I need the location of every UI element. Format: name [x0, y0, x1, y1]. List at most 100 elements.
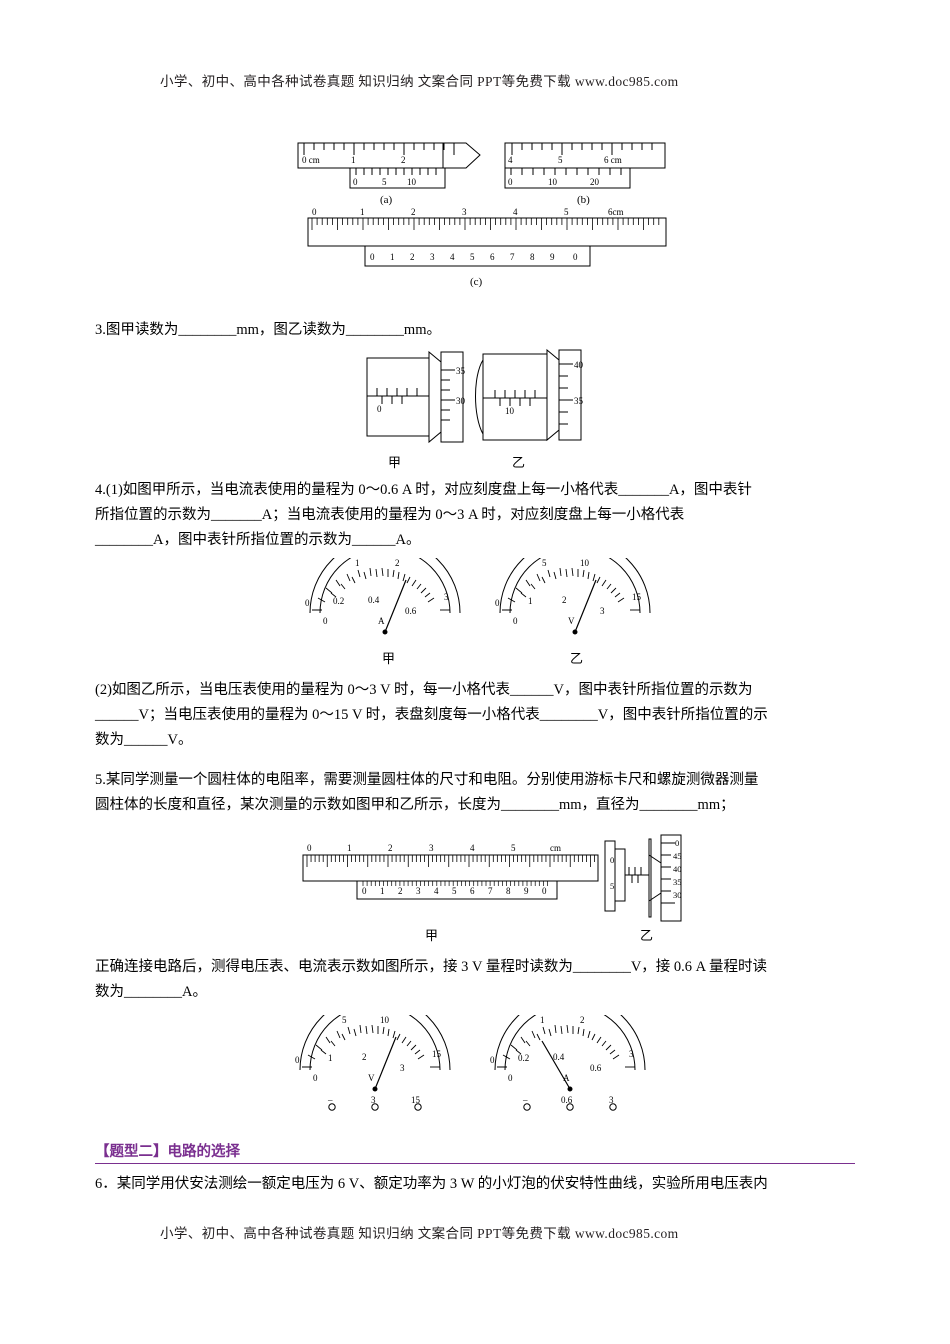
svg-text:1: 1 — [540, 1015, 545, 1025]
svg-text:0: 0 — [323, 616, 328, 626]
svg-text:V: V — [568, 616, 575, 626]
svg-text:3: 3 — [429, 843, 434, 853]
svg-text:4: 4 — [513, 207, 518, 217]
svg-text:45: 45 — [673, 851, 682, 861]
svg-text:5: 5 — [511, 843, 516, 853]
figure2-label-jia: 甲 — [388, 455, 402, 470]
svg-text:0: 0 — [295, 1055, 300, 1065]
svg-text:2: 2 — [411, 207, 416, 217]
svg-text:5: 5 — [610, 881, 614, 891]
svg-text:35: 35 — [456, 366, 466, 376]
svg-text:3: 3 — [371, 1095, 376, 1105]
svg-text:40: 40 — [673, 864, 682, 874]
svg-text:6 cm: 6 cm — [604, 155, 622, 165]
question-5-line4: 数为________A。 — [95, 984, 207, 1000]
svg-text:5: 5 — [452, 886, 457, 896]
svg-text:6: 6 — [470, 886, 475, 896]
svg-text:30: 30 — [673, 890, 682, 900]
svg-text:–: – — [522, 1095, 528, 1105]
svg-text:7: 7 — [488, 886, 493, 896]
figure3-label-jia: 甲 — [382, 651, 396, 666]
svg-text:3: 3 — [430, 252, 435, 262]
svg-text:0.6: 0.6 — [590, 1063, 602, 1073]
figure4-label-yi: 乙 — [640, 928, 654, 943]
question-5-line2: 圆柱体的长度和直径，某次测量的示数如图甲和乙所示，长度为________mm，直… — [95, 797, 735, 813]
svg-text:1: 1 — [528, 596, 533, 606]
question-3-text: 3.图甲读数为________mm，图乙读数为________mm。 — [95, 322, 441, 338]
svg-text:3: 3 — [416, 886, 421, 896]
svg-text:5: 5 — [342, 1015, 347, 1025]
svg-text:5: 5 — [382, 177, 387, 187]
question-4-1-line1: 4.(1)如图甲所示，当电流表使用的量程为 0～0.6 A 时，对应刻度盘上每一… — [95, 482, 752, 498]
svg-text:0: 0 — [513, 616, 518, 626]
svg-text:(b): (b) — [577, 194, 590, 206]
svg-text:7: 7 — [510, 252, 515, 262]
svg-text:0.6: 0.6 — [561, 1095, 573, 1105]
svg-text:4: 4 — [508, 155, 513, 165]
svg-text:0: 0 — [312, 207, 317, 217]
svg-text:2: 2 — [395, 558, 400, 568]
svg-text:2: 2 — [362, 1052, 367, 1062]
svg-text:4: 4 — [450, 252, 455, 262]
svg-text:10: 10 — [505, 406, 515, 416]
svg-text:2: 2 — [398, 886, 403, 896]
svg-text:(c): (c) — [470, 276, 483, 288]
svg-text:6cm: 6cm — [608, 207, 624, 217]
svg-text:15: 15 — [432, 1049, 442, 1059]
svg-text:4: 4 — [434, 886, 439, 896]
svg-text:3: 3 — [629, 1049, 634, 1059]
section-tag: 【题型二】 — [95, 1144, 168, 1160]
question-4-2-line2: ______V；当电压表使用的量程为 0～15 V 时，表盘刻度每一小格代表__… — [95, 707, 768, 723]
svg-text:2: 2 — [410, 252, 415, 262]
svg-text:2: 2 — [388, 843, 393, 853]
section-heading: 【题型二】电路的选择 — [95, 1140, 240, 1161]
svg-text:5: 5 — [470, 252, 475, 262]
svg-text:0.6: 0.6 — [405, 606, 417, 616]
svg-text:0: 0 — [508, 1073, 513, 1083]
svg-text:0: 0 — [307, 843, 312, 853]
svg-text:0: 0 — [495, 598, 500, 608]
svg-text:0: 0 — [610, 855, 614, 865]
svg-text:10: 10 — [380, 1015, 390, 1025]
question-5-line1: 5.某同学测量一个圆柱体的电阻率，需要测量圆柱体的尺寸和电阻。分别使用游标卡尺和… — [95, 772, 759, 788]
svg-text:0: 0 — [313, 1073, 318, 1083]
svg-text:3: 3 — [600, 606, 605, 616]
svg-text:10: 10 — [580, 558, 590, 568]
svg-text:1: 1 — [390, 252, 395, 262]
svg-text:0: 0 — [490, 1055, 495, 1065]
svg-text:35: 35 — [673, 877, 682, 887]
svg-text:2: 2 — [401, 155, 406, 165]
figure-micrometers: 0 35 30 10 — [355, 348, 595, 458]
svg-text:A: A — [563, 1073, 570, 1083]
svg-text:40: 40 — [574, 360, 584, 370]
svg-text:3: 3 — [609, 1095, 614, 1105]
figure-calipers-abc: 0 cm 1 2 0 5 10 (a) — [290, 135, 690, 310]
svg-text:2: 2 — [580, 1015, 585, 1025]
svg-text:0.2: 0.2 — [333, 596, 344, 606]
section-divider — [95, 1163, 855, 1164]
svg-text:10: 10 — [407, 177, 417, 187]
svg-text:9: 9 — [524, 886, 529, 896]
svg-text:15: 15 — [411, 1095, 421, 1105]
question-6-text: 6．某同学用伏安法测绘一额定电压为 6 V、额定功率为 3 W 的小灯泡的伏安特… — [95, 1176, 768, 1192]
question-4-1-line2: 所指位置的示数为_______A；当电流表使用的量程为 0～3 A 时，对应刻度… — [95, 507, 685, 523]
svg-text:10: 10 — [548, 177, 558, 187]
question-5-line3: 正确连接电路后，测得电压表、电流表示数如图所示，接 3 V 量程时读数为____… — [95, 959, 767, 975]
svg-text:0.4: 0.4 — [553, 1052, 565, 1062]
question-4-2-line1: (2)如图乙所示，当电压表使用的量程为 0～3 V 时，每一小格代表______… — [95, 682, 753, 698]
svg-text:5: 5 — [564, 207, 569, 217]
svg-text:0: 0 — [362, 886, 367, 896]
svg-text:30: 30 — [456, 396, 466, 406]
svg-text:2: 2 — [562, 595, 567, 605]
svg-text:V: V — [368, 1073, 375, 1083]
section-title: 电路的选择 — [167, 1144, 241, 1160]
svg-text:35: 35 — [574, 396, 584, 406]
svg-text:A: A — [378, 616, 385, 626]
question-4-1-line3: ________A，图中表针所指位置的示数为______A。 — [95, 532, 421, 548]
svg-text:0.2: 0.2 — [518, 1053, 529, 1063]
figure4-label-jia: 甲 — [425, 928, 439, 943]
svg-text:8: 8 — [530, 252, 535, 262]
svg-text:–: – — [327, 1095, 333, 1105]
question-4-2-line3: 数为______V。 — [95, 732, 193, 748]
